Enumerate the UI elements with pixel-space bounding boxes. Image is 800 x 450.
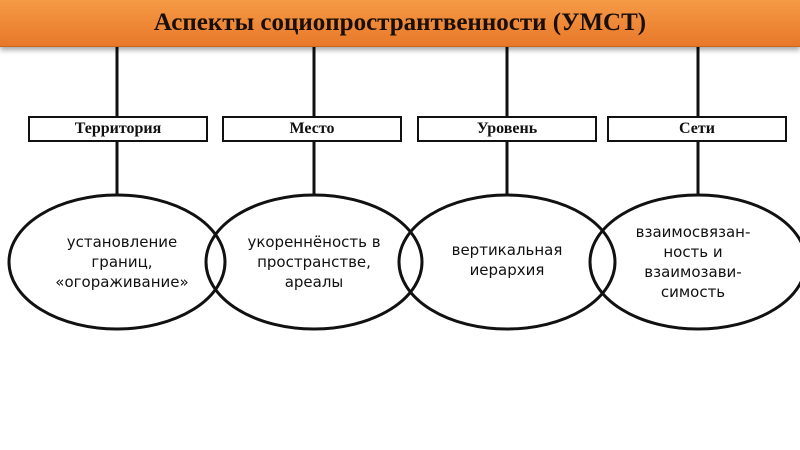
oval-territoriya	[7, 193, 227, 331]
oval-text-mesto: укореннёность в пространстве, ареалы	[229, 232, 399, 292]
oval-seti	[588, 193, 800, 331]
oval-uroven	[397, 193, 617, 331]
text-line: вертикальная	[451, 241, 563, 259]
text-line: ареалы	[284, 273, 344, 291]
text-line: «огораживание»	[55, 273, 189, 291]
oval-mesto	[204, 193, 424, 331]
diagram-title: Аспекты социопространтвенности (УМСТ)	[153, 9, 647, 36]
text-line: ность и	[663, 243, 723, 261]
text-line: установление	[66, 233, 178, 251]
text-line: границ,	[91, 253, 153, 271]
box-uroven: Уровень	[417, 116, 597, 142]
oval-text-seti: взаимосвязан- ность и взаимозави- симост…	[608, 222, 778, 302]
box-seti: Сети	[607, 116, 787, 142]
text-line: взаимосвязан-	[635, 223, 751, 241]
box-mesto: Место	[222, 116, 402, 142]
text-line: взаимозави-	[644, 263, 742, 281]
oval-text-territoriya: установление границ, «огораживание»	[37, 232, 207, 292]
text-line: симость	[660, 283, 726, 301]
oval-text-uroven: вертикальная иерархия	[422, 240, 592, 280]
title-bar: Аспекты социопространтвенности (УМСТ)	[0, 0, 800, 47]
box-territoriya: Территория	[28, 116, 208, 142]
text-line: укореннёность в	[247, 233, 381, 251]
text-line: иерархия	[469, 261, 545, 279]
text-line: пространстве,	[257, 253, 371, 271]
